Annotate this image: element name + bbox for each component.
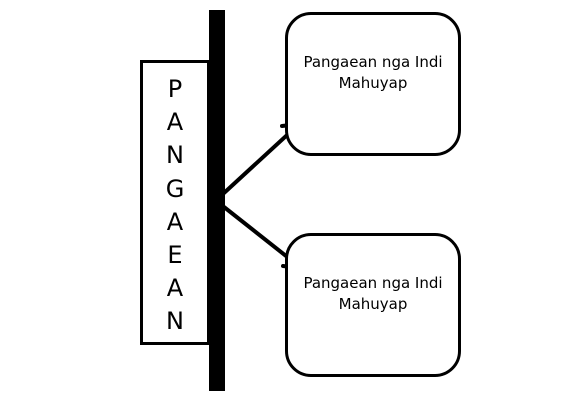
main-label-letter: A	[166, 108, 184, 137]
main-label-box: P A N G A E A N	[140, 60, 210, 345]
main-label: P A N G A E A N	[143, 73, 207, 339]
main-label-letter: A	[166, 207, 184, 236]
main-label-letter: E	[167, 240, 183, 269]
main-label-letter: N	[166, 307, 184, 336]
bottom-outcome-box: Pangaean nga Indi Mahuyap	[285, 233, 461, 377]
top-outcome-label: Pangaean nga Indi Mahuyap	[303, 53, 443, 92]
vertical-bar	[209, 10, 225, 391]
bottom-outcome-label: Pangaean nga Indi Mahuyap	[303, 274, 443, 313]
main-label-letter: P	[167, 75, 183, 103]
main-label-letter: G	[165, 174, 185, 203]
top-outcome-box: Pangaean nga Indi Mahuyap	[285, 12, 461, 156]
main-label-letter: A	[166, 274, 184, 303]
main-label-letter: N	[166, 141, 184, 170]
